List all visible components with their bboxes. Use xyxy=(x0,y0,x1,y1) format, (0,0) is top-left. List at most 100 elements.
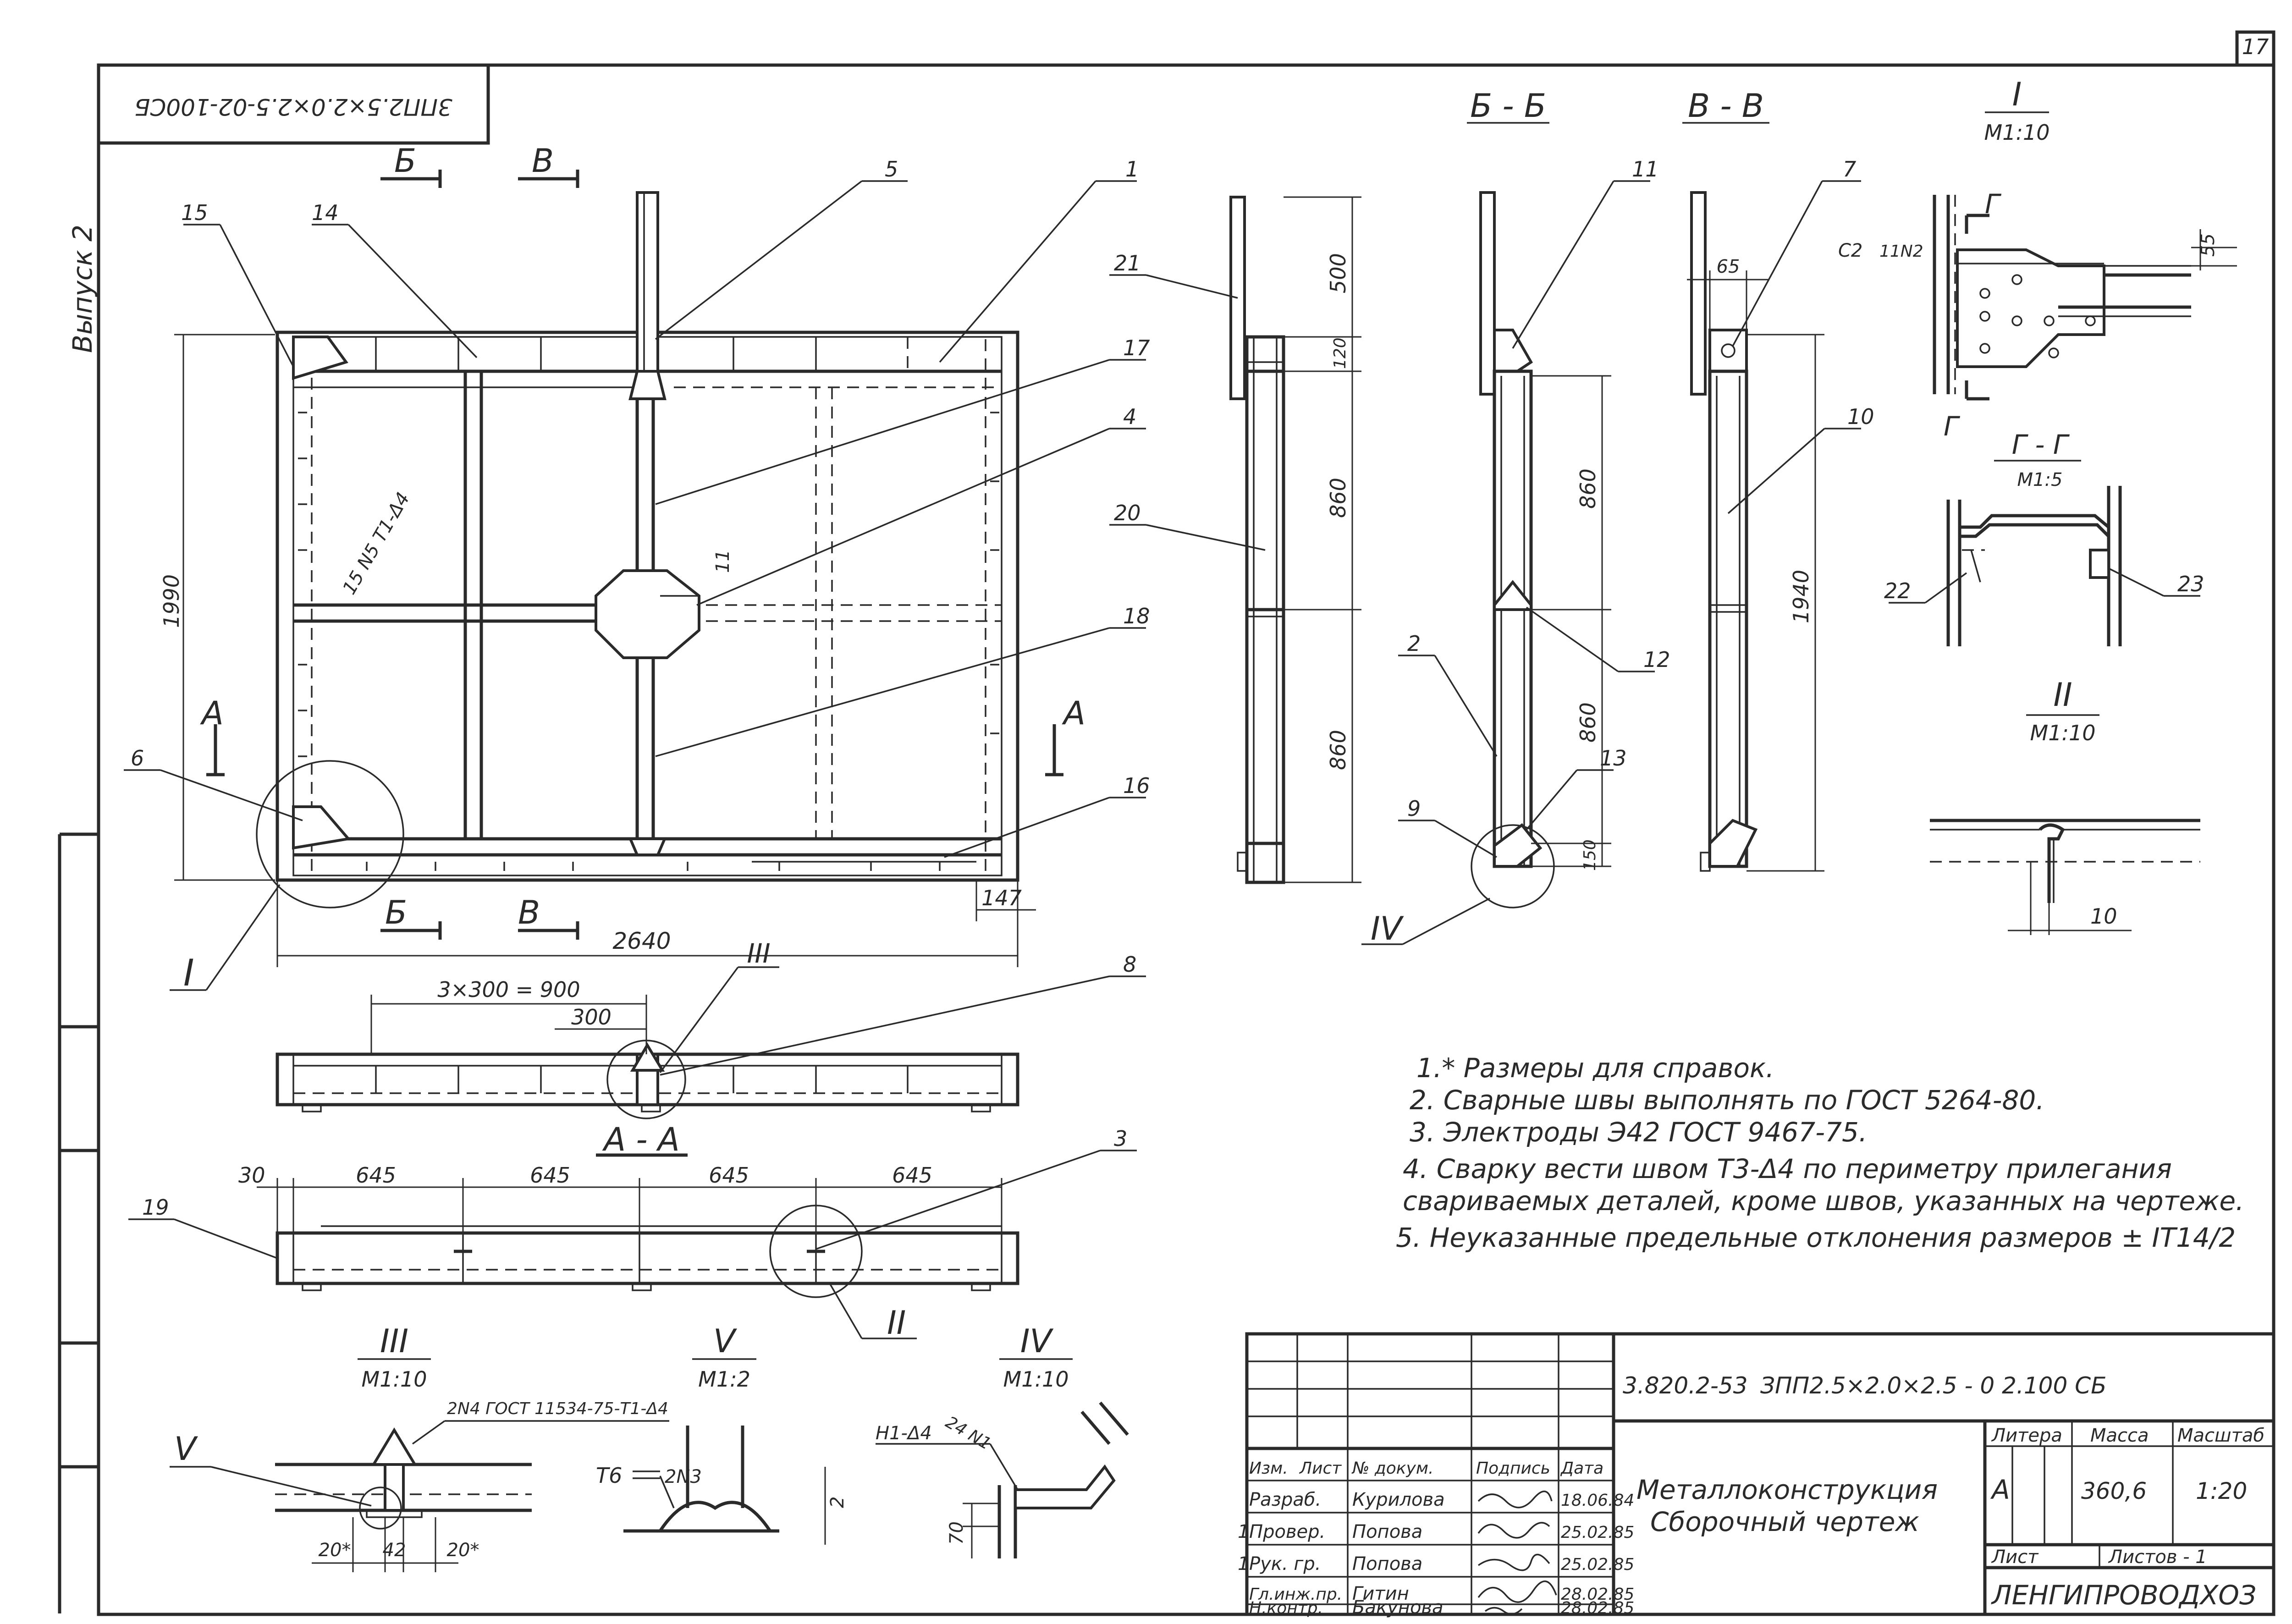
dim-900: 3×300 = 900 xyxy=(437,977,580,1002)
cut-a-left: А xyxy=(200,694,224,732)
weld-n3: 2N3 xyxy=(665,1466,702,1487)
sheet-label: Лист xyxy=(1991,1547,2039,1568)
note-5: 5. Неуказанные предельные отклонения раз… xyxy=(1396,1222,2236,1253)
note-1: 1.* Размеры для справок. xyxy=(1416,1052,1774,1084)
dim-150: 150 xyxy=(1581,839,1599,871)
weld-cross-marks xyxy=(298,412,999,871)
dim-10: 10 xyxy=(2090,904,2117,929)
detail-V-title: V xyxy=(713,1322,737,1360)
pos-18: 18 xyxy=(1123,604,1150,628)
pos-7: 7 xyxy=(1843,157,1856,182)
title-block xyxy=(1245,1332,2275,1616)
cut-v-top: В xyxy=(532,142,554,180)
plan-leaders xyxy=(124,180,1146,991)
cut-b-bottom: Б xyxy=(385,894,407,931)
weld-t6: Т6 xyxy=(596,1463,622,1488)
dim-645-b: 645 xyxy=(530,1163,570,1188)
detail-V-view xyxy=(623,1426,826,1545)
row-date: 28.02.85 xyxy=(1561,1599,1634,1618)
pos-4: 4 xyxy=(1123,404,1136,429)
dim-300: 300 xyxy=(571,1005,612,1029)
section-gg-scale: М1:5 xyxy=(2017,469,2063,490)
detail-V-ref: V xyxy=(174,1430,198,1468)
title-line2: Сборочный чертеж xyxy=(1650,1506,1919,1537)
side-view-left xyxy=(1109,196,1361,884)
litera-value: А xyxy=(1990,1474,2010,1505)
pos-10: 10 xyxy=(1847,404,1874,429)
dim-30: 30 xyxy=(238,1163,265,1188)
pos-2: 2 xyxy=(1407,631,1421,656)
dim-11: 11 xyxy=(712,550,733,573)
section-aa-view xyxy=(128,1150,1137,1339)
row-date: 25.02.85 xyxy=(1561,1523,1634,1542)
part-code: ЗПП2.5×2.0×2.5 - 0 2.100 СБ xyxy=(1760,1372,2106,1399)
row-name: Попова xyxy=(1352,1553,1422,1574)
pos-13: 13 xyxy=(1600,746,1627,771)
weld-h1: Н1-Δ4 xyxy=(876,1423,932,1444)
section-bb-view xyxy=(1361,180,1655,945)
detail-IV-title: IV xyxy=(1020,1322,1054,1360)
notes-block: 1.* Размеры для справок. 2. Сварные швы … xyxy=(1396,1052,2244,1253)
dim-120: 120 xyxy=(1331,337,1350,369)
dim-500: 500 xyxy=(1326,253,1350,293)
section-gg-view xyxy=(1889,486,2200,646)
dim-65: 65 xyxy=(1717,256,1740,277)
detail-III-title: III xyxy=(380,1322,408,1360)
weld-main: 15 N5 Т1-Δ4 xyxy=(339,489,414,598)
sheets-label: Листов - 1 xyxy=(2108,1547,2207,1568)
weld-n1: 24 N1 xyxy=(942,1413,994,1453)
pos-9: 9 xyxy=(1407,796,1421,821)
detail-III-view xyxy=(170,1420,669,1572)
row-mark: 1 xyxy=(1238,1521,1249,1542)
dim-1940: 1940 xyxy=(1789,570,1813,623)
cut-b-top: Б xyxy=(394,142,416,180)
col-date: Дата xyxy=(1560,1459,1603,1478)
note-4: 4. Сварку вести швом Т3-Δ4 по периметру … xyxy=(1403,1153,2172,1184)
row-name: Попова xyxy=(1352,1521,1422,1542)
cut-markers xyxy=(206,170,1063,940)
detail-II-view xyxy=(1930,819,2200,935)
mirrored-code: 3ПП2.5×2.0×2.5-02-100СБ xyxy=(134,94,452,120)
plan-dimensions xyxy=(174,334,1036,967)
pos-17: 17 xyxy=(1123,336,1150,360)
detail-III-ref: III xyxy=(747,938,770,969)
cut-v-bottom: В xyxy=(518,894,540,931)
row-role: Рук. гр. xyxy=(1249,1553,1321,1574)
section-bb-title: Б - Б xyxy=(1470,87,1546,125)
row-name: Курилова xyxy=(1352,1489,1445,1510)
detail-I-view xyxy=(1933,195,2237,401)
row-role: Провер. xyxy=(1249,1521,1325,1542)
pos-15: 15 xyxy=(181,200,208,225)
pos-20: 20 xyxy=(1114,501,1141,525)
dim-860-d: 860 xyxy=(1576,702,1600,743)
title-line1: Металлоконструкция xyxy=(1636,1474,1938,1505)
detail-I-label: I xyxy=(183,952,194,994)
col-izm: Изм. xyxy=(1249,1459,1288,1478)
signature-rows: Разраб. Курилова 18.06.84 1 Провер. Попо… xyxy=(1238,1489,1634,1618)
detail-II-scale: М1:10 xyxy=(2030,721,2096,745)
pos-11: 11 xyxy=(1632,157,1659,182)
weld-iii: 2N4 ГОСТ 11534-75-Т1-Δ4 xyxy=(447,1399,668,1418)
dim-860-a: 860 xyxy=(1326,478,1350,518)
pos-6: 6 xyxy=(131,746,144,771)
section-gg-title: Г - Г xyxy=(2012,429,2070,460)
row-name: Бакунова xyxy=(1352,1597,1444,1618)
detail-IV-scale: М1:10 xyxy=(1003,1367,1069,1392)
dim-860-c: 860 xyxy=(1576,468,1600,509)
col-doc: № докум. xyxy=(1351,1459,1433,1478)
section-vv-view xyxy=(1687,180,1861,872)
cut-a-right: А xyxy=(1062,694,1085,732)
row-role: Гл.инж.пр. xyxy=(1249,1585,1342,1604)
pos-12: 12 xyxy=(1643,647,1670,672)
section-aa-title: А - А xyxy=(602,1121,680,1158)
note-4b: свариваемых деталей, кроме швов, указанн… xyxy=(1403,1185,2244,1217)
top-strip-view xyxy=(275,966,1146,1119)
dim-20-left: 20* xyxy=(319,1540,351,1561)
mass-value: 360,6 xyxy=(2081,1478,2147,1504)
weld-n2: 11N2 xyxy=(1879,242,1923,261)
plan-view xyxy=(256,191,1019,908)
cut-g-bottom: Г xyxy=(1944,411,1961,442)
edition-label: Выпуск 2 xyxy=(67,225,98,353)
pos-19: 19 xyxy=(142,1195,169,1220)
